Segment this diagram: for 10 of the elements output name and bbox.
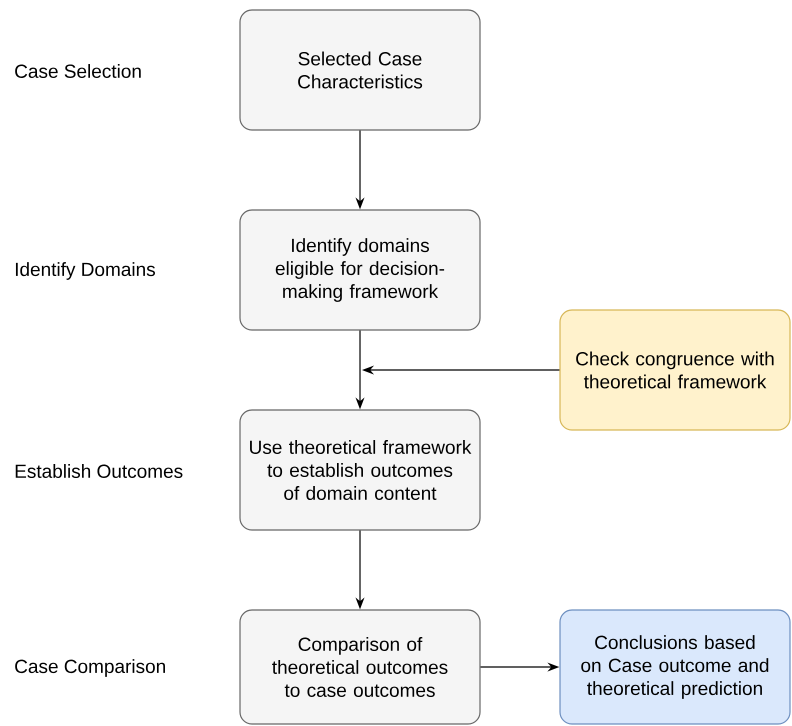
row-label: Case Selection <box>15 64 141 78</box>
process-box: Use theoretical framework to establish outcomes of domain content <box>239 409 481 531</box>
process-box: Selected Case Characteristics <box>239 9 481 131</box>
row-label: Case Comparison <box>15 659 165 677</box>
note-box: Check congruence with theoretical framework <box>559 309 791 431</box>
process-box: Identify domains eligible for decision-making framework <box>239 209 481 331</box>
result-box: Conclusions based on Case outcome and theoretical prediction <box>559 609 791 725</box>
process-box: Comparison of theoretical outcomes to case outcomes <box>239 609 481 725</box>
row-label: Establish Outcomes <box>16 464 182 478</box>
row-label: Identify Domains <box>16 262 155 280</box>
